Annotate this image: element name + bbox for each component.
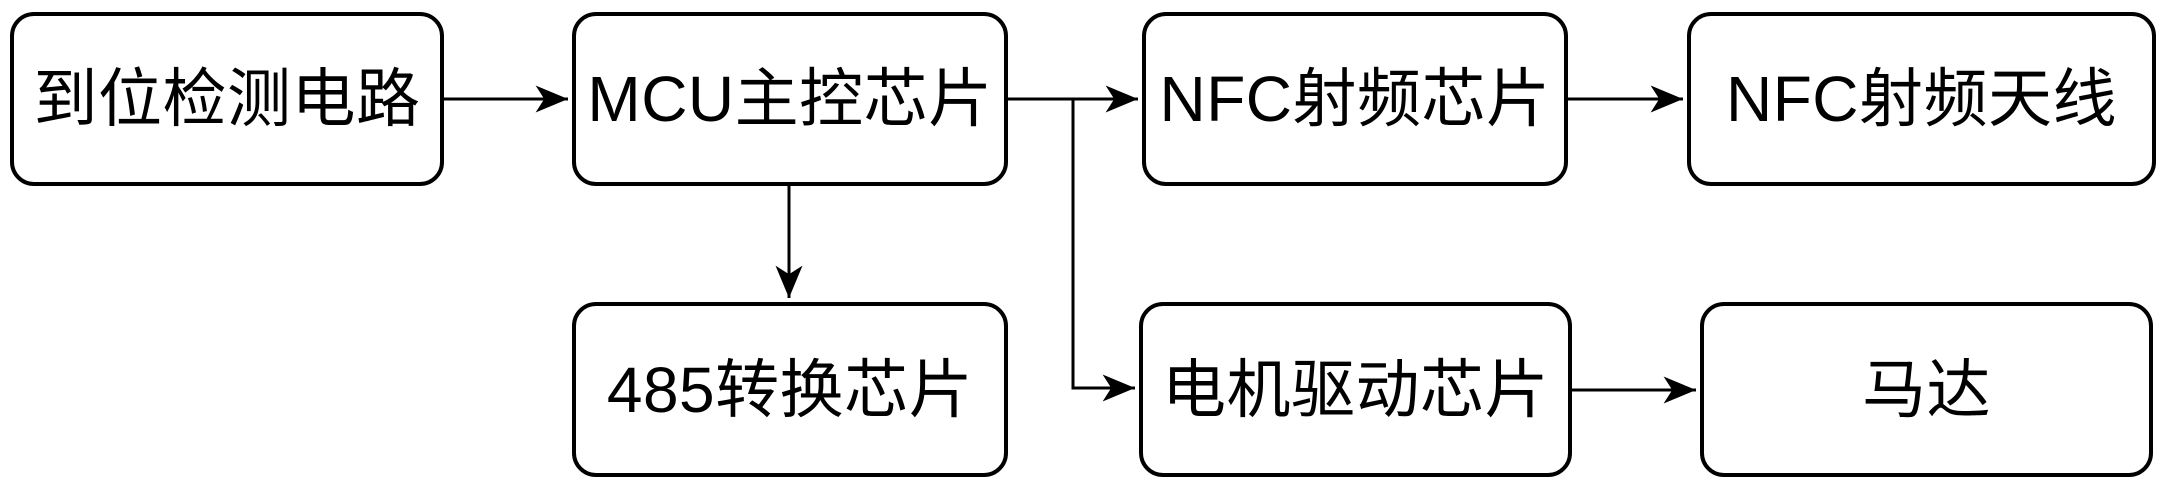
node-label: 马达: [1862, 353, 1991, 426]
node-position-detect-circuit: 到位检测电路: [10, 12, 444, 186]
node-nfc-rf-chip: NFC射频芯片: [1142, 12, 1568, 186]
arrow-mcu-to-motor-driver: [1071, 99, 1135, 402]
node-label: 485转换芯片: [606, 353, 974, 426]
node-motor: 马达: [1700, 302, 2153, 477]
node-mcu-main-chip: MCU主控芯片: [572, 12, 1008, 186]
node-label: NFC射频芯片: [1159, 63, 1551, 135]
node-label: 电机驱动芯片: [1162, 353, 1549, 426]
node-motor-driver-chip: 电机驱动芯片: [1139, 302, 1572, 477]
node-label: 到位检测电路: [33, 63, 421, 135]
node-label: MCU主控芯片: [587, 63, 993, 135]
node-485-converter-chip: 485转换芯片: [572, 302, 1008, 477]
node-label: NFC射频天线: [1725, 63, 2118, 135]
node-nfc-rf-antenna: NFC射频天线: [1687, 12, 2156, 186]
